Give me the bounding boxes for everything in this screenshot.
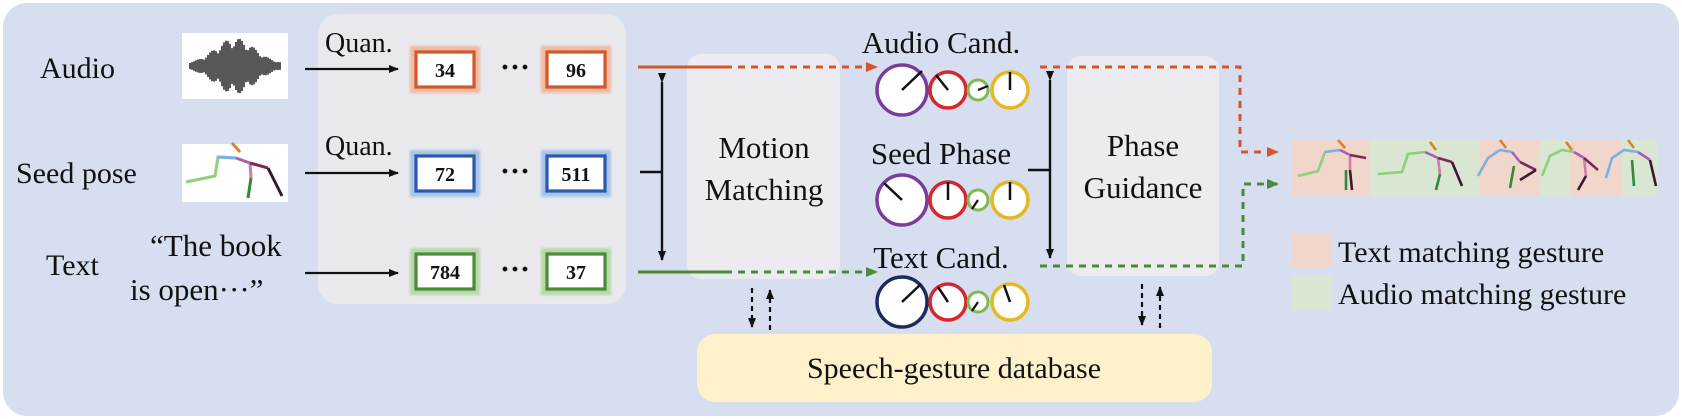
database-label: Speech-gesture database xyxy=(807,352,1101,385)
quote-line-2: is open···” xyxy=(130,272,263,307)
audio-cand-label: Audio Cand. xyxy=(862,25,1020,60)
text-token-row: 784 ··· 37 xyxy=(410,248,611,295)
phase-dial-icon xyxy=(928,180,968,220)
phase-dial-icon xyxy=(990,282,1030,322)
quote-line-1: “The book xyxy=(150,228,282,263)
pose-token-ellipsis: ··· xyxy=(500,155,530,188)
phase-dial-icon xyxy=(928,282,968,322)
quan-label-pose: Quan. xyxy=(325,131,393,162)
text-token-box xyxy=(545,252,607,291)
phase-dial-icon xyxy=(966,290,990,314)
pose-token-first: 72 xyxy=(435,164,455,186)
phase-dial-icon xyxy=(875,275,929,329)
text-token-box xyxy=(414,252,476,291)
pose-token-box xyxy=(545,154,607,193)
phase-guidance-title-1: Phase xyxy=(1107,128,1179,163)
seed-phase-dials xyxy=(875,173,1030,227)
quan-label-audio: Quan. xyxy=(325,28,393,59)
phase-dial-icon xyxy=(990,180,1030,220)
speech-gesture-database xyxy=(697,334,1212,402)
audio-token-row: 34 ··· 96 xyxy=(410,46,611,93)
text-token-first: 784 xyxy=(430,262,460,284)
audio-output-path xyxy=(1040,65,1279,157)
motion-matching-box xyxy=(687,54,840,279)
phase-guidance-title-2: Guidance xyxy=(1084,170,1203,205)
phase-dial-icon xyxy=(990,70,1030,110)
text-token-ellipsis: ··· xyxy=(500,253,530,286)
audio-label: Audio xyxy=(40,52,115,85)
motion-matching-title-2: Matching xyxy=(705,172,824,207)
waveform-icon xyxy=(182,33,288,99)
seed-phase-label: Seed Phase xyxy=(871,136,1011,171)
gesture-sequence-icon xyxy=(1292,139,1658,196)
seed-pose-label: Seed pose xyxy=(16,157,137,190)
audio-token-first: 34 xyxy=(435,60,455,82)
legend-text-label: Text matching gesture xyxy=(1338,236,1604,269)
motion-matching-title-1: Motion xyxy=(718,130,810,165)
audio-token-box xyxy=(414,50,476,89)
phase-dial-icon xyxy=(875,173,929,227)
phase-dial-icon xyxy=(966,78,990,102)
pose-token-row: 72 ··· 511 xyxy=(410,150,611,197)
audio-token-box xyxy=(545,50,607,89)
text-token-last: 37 xyxy=(566,262,586,284)
seed-pose-skeleton-icon xyxy=(182,142,288,202)
text-cand-dials xyxy=(875,275,1030,329)
audio-token-last: 96 xyxy=(566,60,586,82)
pose-token-last: 511 xyxy=(562,164,591,186)
audio-token-ellipsis: ··· xyxy=(500,51,530,84)
text-label: Text xyxy=(46,249,100,282)
phase-dial-icon xyxy=(966,188,990,212)
phase-dial-icon xyxy=(928,70,968,110)
legend-audio-swatch xyxy=(1292,276,1332,310)
text-output-path xyxy=(1040,179,1279,268)
audio-cand-dials xyxy=(875,63,1030,117)
phase-dial-icon xyxy=(875,63,929,117)
phase-guidance-box xyxy=(1067,56,1219,276)
legend-text-swatch xyxy=(1292,234,1332,268)
pose-token-box xyxy=(414,154,476,193)
text-cand-label: Text Cand. xyxy=(873,240,1009,275)
legend-audio-label: Audio matching gesture xyxy=(1338,278,1626,311)
